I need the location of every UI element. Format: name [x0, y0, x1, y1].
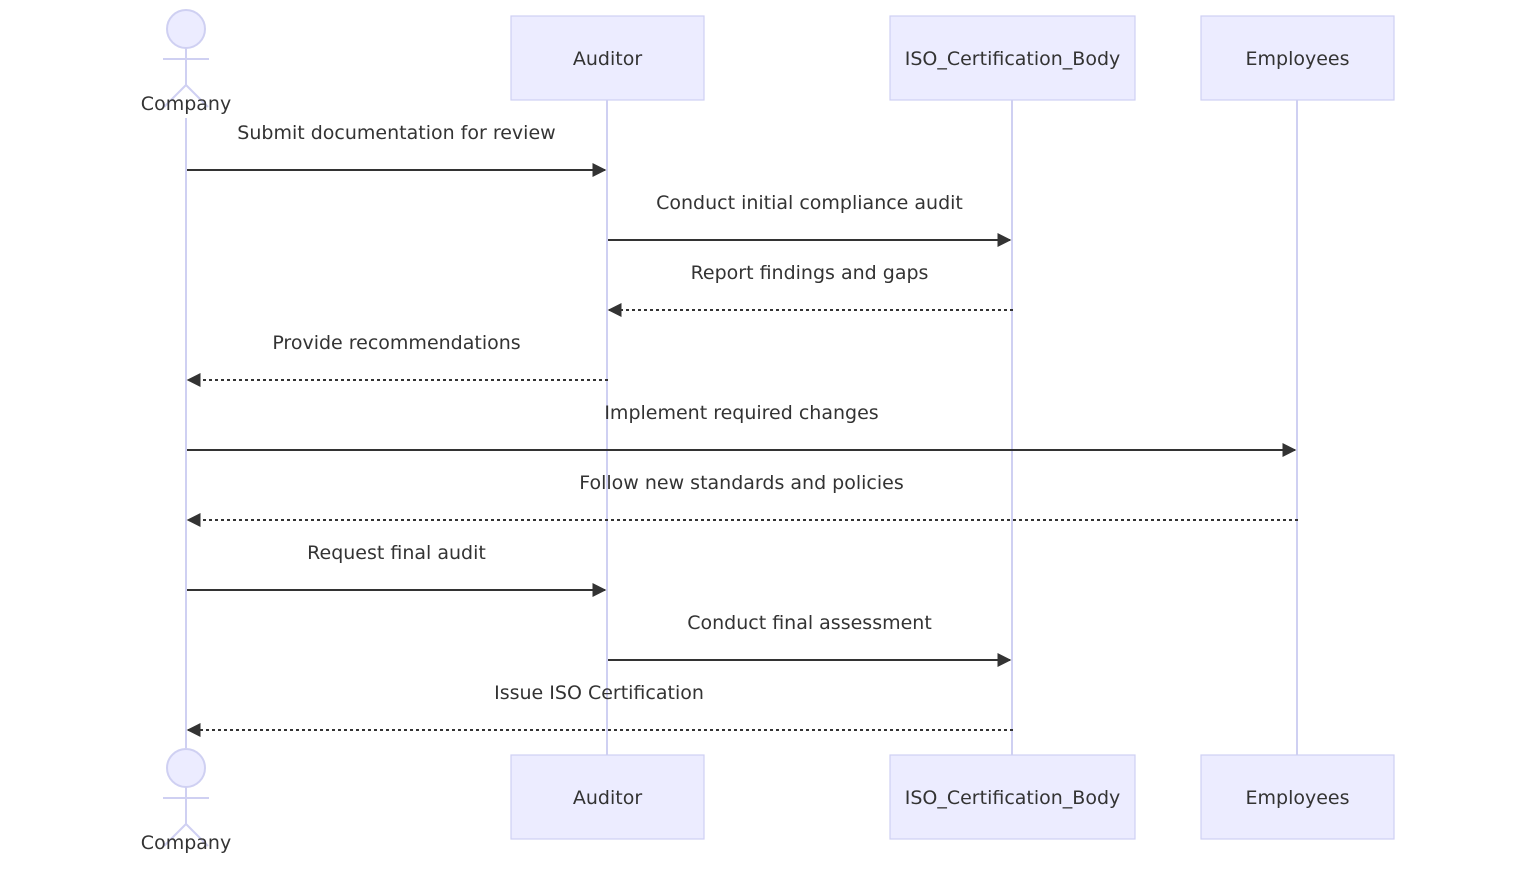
message-3: Report findings and gaps: [607, 262, 1013, 317]
participant-label: Auditor: [573, 48, 642, 70]
participant-employees-bottom: Employees: [1200, 754, 1395, 840]
participant-label: Auditor: [573, 787, 642, 809]
participant-box: [889, 15, 1136, 101]
participant-box: [510, 754, 705, 840]
message-label: Provide recommendations: [272, 332, 520, 354]
participant-iso-top: ISO_Certification_Body: [889, 15, 1136, 101]
message-1: Submit documentation for review: [187, 122, 607, 177]
message-5: Implement required changes: [187, 402, 1297, 457]
actor-label: Company: [141, 832, 231, 854]
actor-company-top: Company: [141, 9, 231, 115]
participant-auditor-bottom: Auditor: [510, 754, 705, 840]
message-label: Conduct final assessment: [687, 612, 932, 634]
actor-head-icon: [166, 9, 206, 49]
participant-auditor-top: Auditor: [510, 15, 705, 101]
actor-head-icon: [166, 748, 206, 788]
message-label: Submit documentation for review: [237, 122, 555, 144]
participant-box: [889, 754, 1136, 840]
message-label: Request final audit: [307, 542, 486, 564]
actor-leg-left: [163, 823, 187, 847]
actor-label: Company: [141, 93, 231, 115]
message-8: Conduct final assessment: [608, 612, 1012, 667]
participants-top: Company Auditor ISO_Certification_Body Empl…: [141, 9, 1395, 115]
participants-bottom: Company Auditor ISO_Certification_Body Empl…: [141, 748, 1395, 854]
actor-leg-left: [163, 84, 187, 108]
message-label: Conduct initial compliance audit: [656, 192, 963, 214]
message-label: Implement required changes: [604, 402, 878, 424]
participant-box: [510, 15, 705, 101]
participant-label: ISO_Certification_Body: [905, 48, 1121, 70]
message-4: Provide recommendations: [186, 332, 608, 387]
participant-label: Employees: [1246, 787, 1350, 809]
participant-box: [1200, 15, 1395, 101]
participant-iso-bottom: ISO_Certification_Body: [889, 754, 1136, 840]
actor-leg-right: [185, 84, 209, 108]
actor-leg-right: [185, 823, 209, 847]
actor-company-bottom: Company: [141, 748, 231, 854]
message-2: Conduct initial compliance audit: [608, 192, 1012, 247]
message-9: Issue ISO Certification: [186, 682, 1013, 737]
message-label: Issue ISO Certification: [494, 682, 704, 704]
participant-label: ISO_Certification_Body: [905, 787, 1121, 809]
message-7: Request final audit: [187, 542, 607, 597]
participant-employees-top: Employees: [1200, 15, 1395, 101]
message-label: Report findings and gaps: [691, 262, 929, 284]
participant-label: Employees: [1246, 48, 1350, 70]
participant-box: [1200, 754, 1395, 840]
message-6: Follow new standards and policies: [186, 472, 1298, 527]
message-label: Follow new standards and policies: [579, 472, 904, 494]
lifelines: [185, 100, 1298, 755]
